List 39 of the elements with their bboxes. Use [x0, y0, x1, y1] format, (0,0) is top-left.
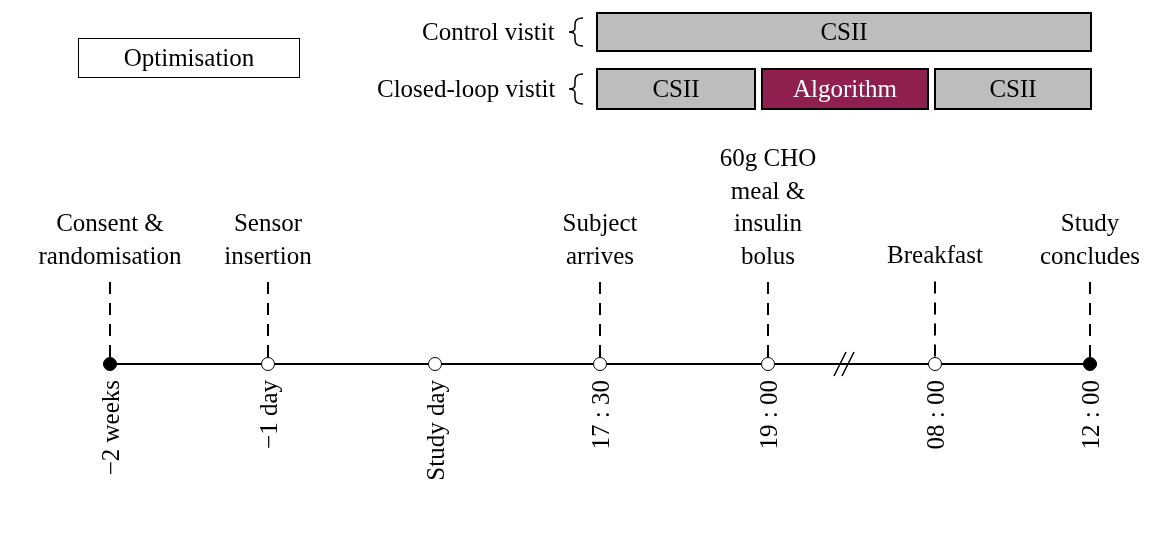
- time-label: 19 : 00: [755, 380, 781, 450]
- timeline-line: [116, 363, 262, 365]
- timeline-point: [103, 357, 117, 371]
- visit-label: Control vistit: [422, 18, 555, 46]
- time-label: 12 : 00: [1077, 380, 1103, 450]
- timeline-point: [428, 357, 442, 371]
- treatment-bar: CSII: [596, 68, 756, 110]
- time-label: 08 : 00: [922, 380, 948, 450]
- event-label: Consent & randomisation: [25, 207, 195, 272]
- treatment-bar: Algorithm: [761, 68, 929, 110]
- event-label: Study concludes: [1034, 207, 1146, 272]
- visit-label: Closed-loop vistit: [377, 75, 556, 103]
- time-label: Study day: [422, 380, 448, 481]
- event-label: 60g CHO meal & insulin bolus: [712, 142, 824, 272]
- leader-line: [267, 281, 269, 358]
- leader-line: [934, 280, 936, 358]
- timeline-point: [1083, 357, 1097, 371]
- event-label: Breakfast: [879, 239, 991, 272]
- event-label: Sensor insertion: [212, 207, 324, 272]
- timeline-line: [606, 363, 762, 365]
- leader-line: [767, 281, 769, 358]
- treatment-bar: CSII: [934, 68, 1092, 110]
- leader-line: [109, 281, 111, 358]
- treatment-bar: CSII: [596, 12, 1092, 52]
- timeline-line: [941, 363, 1084, 365]
- timeline-point: [761, 357, 775, 371]
- timeline-line: [441, 363, 594, 365]
- event-label: Subject arrives: [544, 207, 656, 272]
- timeline-line: [774, 363, 929, 365]
- leader-line: [599, 281, 601, 358]
- time-label: −2 weeks: [97, 380, 123, 476]
- timeline-point: [928, 357, 942, 371]
- timeline-point: [593, 357, 607, 371]
- time-label: 17 : 30: [587, 380, 613, 450]
- timeline-line: [274, 363, 429, 365]
- timeline-point: [261, 357, 275, 371]
- time-label: −1 day: [255, 380, 281, 449]
- phase-box: Optimisation: [78, 38, 300, 78]
- leader-line: [1089, 281, 1091, 358]
